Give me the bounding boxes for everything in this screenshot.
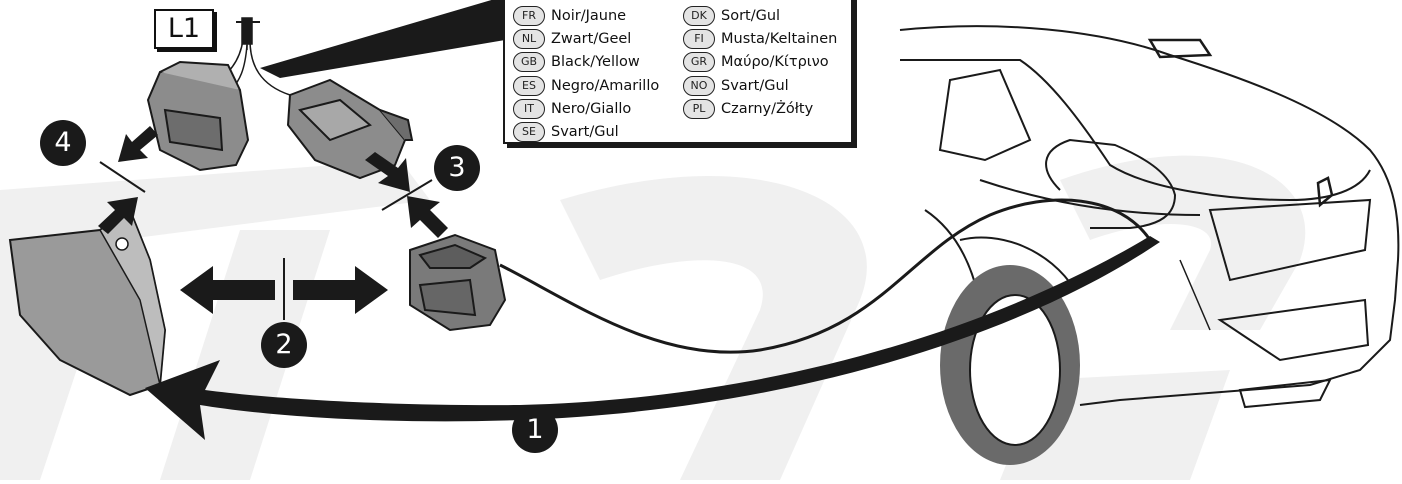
wire-color-name: Svart/Gul [721, 78, 789, 94]
country-code-badge: FR [513, 6, 545, 26]
country-code-badge: PL [683, 99, 715, 119]
wire-color-legend: FR Noir/Jaune NL Zwart/Geel GB Black/Yellow… [503, 0, 853, 144]
legend-row-es: ES Negro/Amarillo [513, 74, 659, 97]
legend-row-se: SE Svart/Gul [513, 120, 659, 143]
wire-color-name: Black/Yellow [551, 54, 640, 70]
wire-color-name: Noir/Jaune [551, 8, 626, 24]
legend-column-left: FR Noir/Jaune NL Zwart/Geel GB Black/Yellow… [513, 4, 659, 144]
step-4-marker: 4 [40, 120, 86, 166]
step-1-marker: 1 [512, 407, 558, 453]
arrow-step-3-up [407, 196, 448, 238]
legend-column-right: DK Sort/Gul FI Musta/Keltainen GR Μαύρο/Κίτ… [683, 4, 837, 120]
legend-row-gb: GB Black/Yellow [513, 51, 659, 74]
wire-color-name: Nero/Giallo [551, 101, 631, 117]
wire-color-name: Sort/Gul [721, 8, 780, 24]
country-code-badge: IT [513, 99, 545, 119]
wire-color-name: Μαύρο/Κίτρινο [721, 54, 829, 70]
legend-pointer [260, 0, 505, 78]
male-connector-top [288, 80, 412, 178]
country-code-badge: DK [683, 6, 715, 26]
legend-row-gr: GR Μαύρο/Κίτρινο [683, 51, 837, 74]
country-code-badge: NL [513, 29, 545, 49]
step-2-marker: 2 [261, 322, 307, 368]
country-code-badge: GR [683, 52, 715, 72]
arrow-step-4-down [118, 126, 158, 162]
legend-row-nl: NL Zwart/Geel [513, 27, 659, 50]
wire-color-name: Negro/Amarillo [551, 78, 659, 94]
legend-row-fi: FI Musta/Keltainen [683, 27, 837, 50]
country-code-badge: NO [683, 76, 715, 96]
female-connector-top [148, 62, 248, 170]
country-code-badge: ES [513, 76, 545, 96]
wire-color-name: Svart/Gul [551, 124, 619, 140]
country-code-badge: FI [683, 29, 715, 49]
connector-label-l1: L1 [154, 9, 214, 49]
legend-row-fr: FR Noir/Jaune [513, 4, 659, 27]
wire-color-name: Czarny/Żółty [721, 101, 813, 117]
legend-row-pl: PL Czarny/Żółty [683, 97, 837, 120]
wire-color-name: Musta/Keltainen [721, 31, 837, 47]
legend-row-it: IT Nero/Giallo [513, 97, 659, 120]
legend-row-no: NO Svart/Gul [683, 74, 837, 97]
country-code-badge: GB [513, 52, 545, 72]
country-code-badge: SE [513, 122, 545, 142]
step-3-marker: 3 [434, 145, 480, 191]
vehicle-socket-connector [410, 235, 505, 330]
wire-color-name: Zwart/Geel [551, 31, 631, 47]
legend-row-dk: DK Sort/Gul [683, 4, 837, 27]
